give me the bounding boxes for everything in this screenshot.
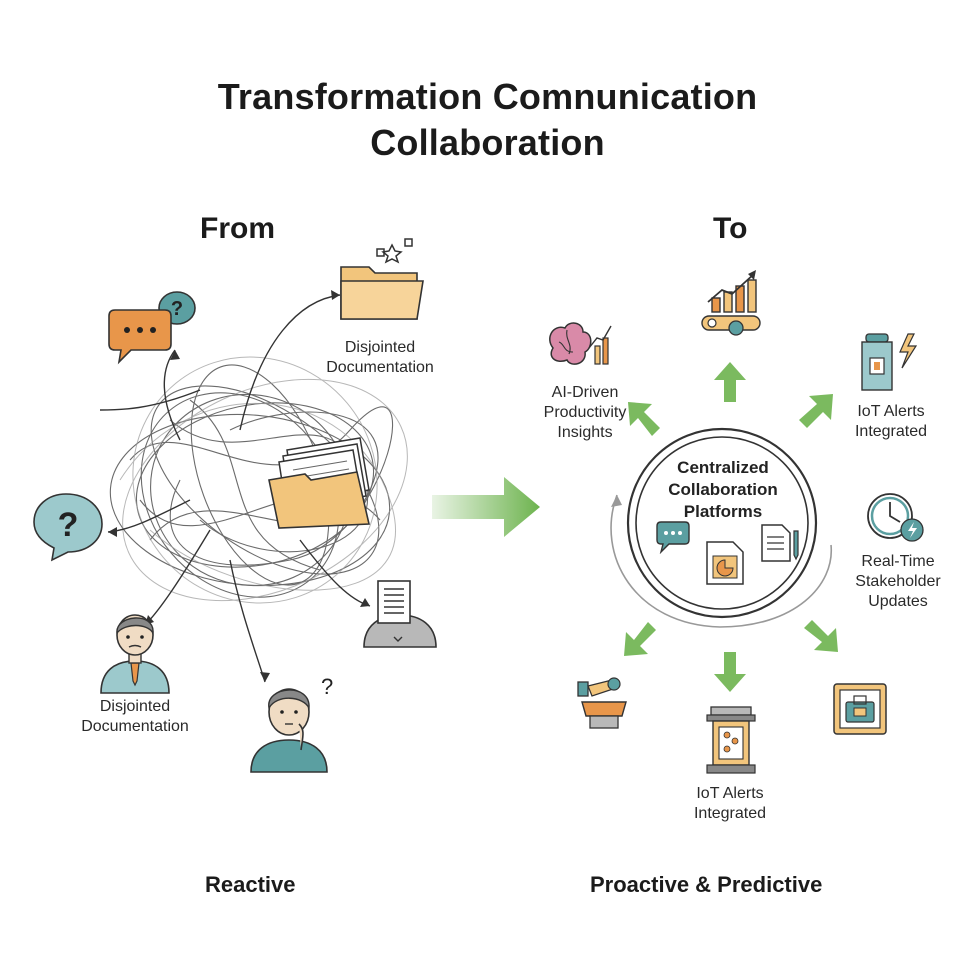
label-line: AI-Driven <box>551 384 619 401</box>
diagram-title-line-1: Transformation Comnunication <box>217 76 758 117</box>
disjointed-doc-top-label: Disjointed Documentation <box>305 338 455 378</box>
label-line: Insights <box>557 424 613 441</box>
center-line: Collaboration <box>668 480 778 499</box>
central-platform-label: Centralized Collaboration Platforms <box>643 457 803 523</box>
thinking-person-icon: ? <box>250 674 333 773</box>
reactive-footer: Reactive <box>205 872 296 897</box>
svg-text:?: ? <box>321 674 333 699</box>
chat-icon <box>656 521 690 554</box>
ai-brain-icon <box>549 322 612 365</box>
control-panel-icon <box>833 683 887 735</box>
label-line: Documentation <box>326 359 434 376</box>
iot-device-icon <box>861 333 918 391</box>
disjointed-doc-bottom-label: Disjointed Documentation <box>55 697 215 737</box>
diagram-title-line-2: Collaboration <box>370 122 605 163</box>
iot-alerts-bottom-label: IoT Alerts Integrated <box>665 784 795 824</box>
label-line: Updates <box>868 593 928 610</box>
growth-chart-icon <box>701 270 761 336</box>
label-line: Productivity <box>543 404 627 421</box>
paper-stack-icon <box>268 437 370 529</box>
iot-sensor-canister-icon <box>706 706 756 774</box>
radiating-arrows <box>624 362 838 692</box>
label-line: Disjointed <box>344 339 416 356</box>
central-platform-circle <box>626 427 818 619</box>
label-line: Integrated <box>693 805 767 822</box>
label-line: Documentation <box>81 718 189 735</box>
person-document-icon <box>363 580 437 648</box>
document-pen-icon <box>761 524 799 562</box>
label-line: Real-Time <box>861 553 935 570</box>
center-line: Centralized <box>677 458 769 477</box>
realtime-clock-icon <box>867 493 924 542</box>
realtime-updates-label: Real-Time Stakeholder Updates <box>828 552 968 612</box>
transition-arrow <box>432 477 540 537</box>
chat-question-bubbles-icon: ? <box>108 291 196 365</box>
iot-alerts-top-label: IoT Alerts Integrated <box>826 402 956 442</box>
center-line: Platforms <box>683 502 763 521</box>
question-bubble-icon: ? <box>33 493 103 562</box>
ai-insights-label: AI-Driven Productivity Insights <box>515 383 655 443</box>
label-line: IoT Alerts <box>696 785 764 802</box>
analytics-document-icon <box>706 541 744 585</box>
label-line: Integrated <box>854 423 928 440</box>
to-heading: To <box>713 212 748 245</box>
svg-text:?: ? <box>58 506 79 544</box>
orbit-arc <box>610 494 832 628</box>
chaos-scribble <box>99 290 408 683</box>
machinery-icon <box>577 677 627 729</box>
label-line: Stakeholder <box>855 573 941 590</box>
confused-worker-icon <box>100 614 170 694</box>
from-heading: From <box>200 212 275 245</box>
folder-icon <box>340 238 424 320</box>
label-line: Disjointed <box>99 698 171 715</box>
proactive-footer: Proactive & Predictive <box>590 872 823 897</box>
label-line: IoT Alerts <box>857 403 925 420</box>
svg-text:?: ? <box>171 298 183 320</box>
